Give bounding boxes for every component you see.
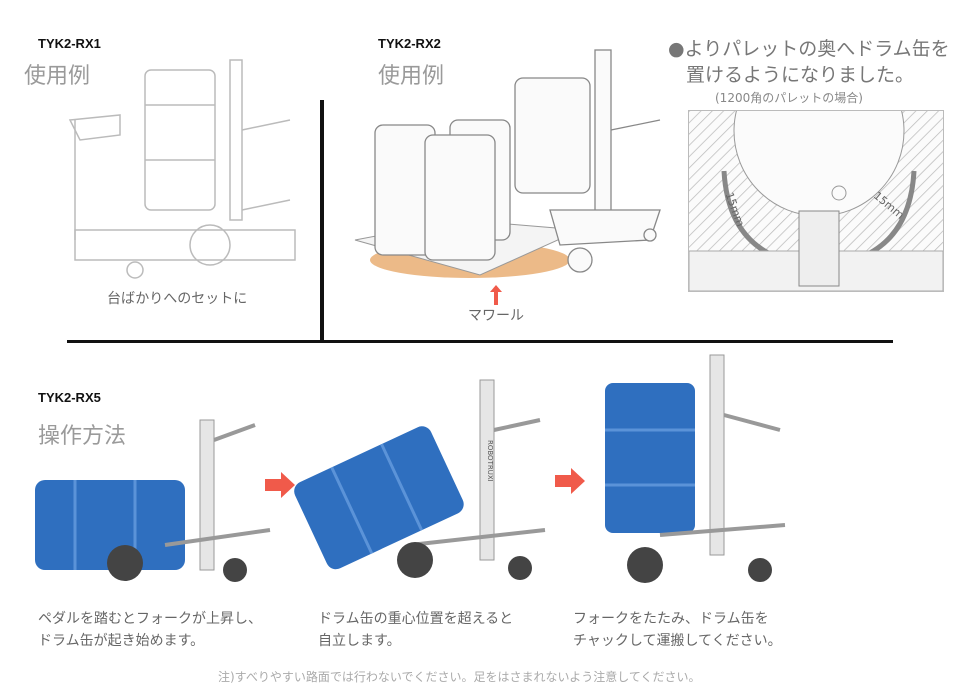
rx2-pallet-drums-illustration — [354, 49, 661, 278]
step1-illustration — [35, 419, 271, 582]
rx5-model-label: TYK2-RX5 — [38, 390, 101, 405]
step2-illustration: ROBOTRUXI — [294, 379, 546, 580]
rx2-model-label: TYK2-RX2 — [378, 36, 441, 51]
feature-note: (1200角のパレットの場合) — [715, 91, 863, 105]
step-2-caption: ドラム缶の重心位置を超えると 自立します。 — [318, 608, 513, 652]
vertical-divider — [320, 100, 324, 342]
step-2-line-1: ドラム缶の重心位置を超えると — [318, 611, 514, 627]
rx1-drum-truck-illustration — [68, 59, 296, 279]
pallet-corner-drawing — [689, 111, 943, 291]
feature-headline: ●よりパレットの奥へドラム缶を 置けるようになりました。 — [668, 36, 950, 88]
step-3-caption: フォークをたたみ、ドラム缶を チャックして運搬してください。 — [573, 608, 782, 652]
rx1-caption: 台ばかりへのセットに — [107, 291, 248, 307]
safety-note: 注)すべりやすい路面では行わないでください。足をはさまれないよう注意してください… — [218, 670, 701, 684]
step-3-line-1: フォークをたたみ、ドラム缶を — [573, 611, 769, 627]
step-1-line-1: ペダルを踏むとフォークが上昇し、 — [38, 611, 262, 627]
rx5-subtitle: 操作方法 — [38, 424, 127, 449]
step-1-caption: ペダルを踏むとフォークが上昇し、 ドラム缶が起き始めます。 — [38, 608, 262, 652]
pallet-corner-diagram: 15mm 15mm — [688, 110, 944, 292]
step-2-line-2: 自立します。 — [318, 633, 401, 649]
mast-label: ROBOTRUXI — [486, 440, 494, 482]
feature-line-2: 置けるようになりました。 — [686, 64, 915, 86]
red-up-arrow-icon — [490, 285, 502, 305]
rx2-subtitle: 使用例 — [378, 64, 445, 89]
step-3-line-2: チャックして運搬してください。 — [573, 633, 782, 649]
red-right-arrow-icon-2 — [555, 468, 585, 494]
rx1-subtitle: 使用例 — [24, 64, 91, 89]
step-1-line-2: ドラム缶が起き始めます。 — [38, 633, 205, 649]
feature-line-1: ●よりパレットの奥へドラム缶を — [668, 38, 950, 60]
rx2-caption: マワール — [468, 308, 524, 324]
step3-illustration — [605, 354, 786, 583]
horizontal-divider — [67, 340, 893, 343]
red-right-arrow-icon — [265, 472, 295, 498]
rx1-model-label: TYK2-RX1 — [38, 36, 101, 51]
